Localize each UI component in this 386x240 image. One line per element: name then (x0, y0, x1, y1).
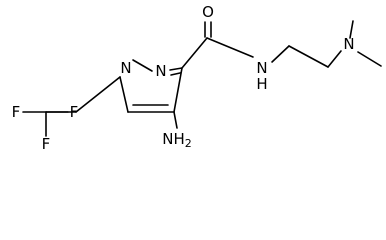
bond-n2-c3-double (170, 72, 181, 76)
bonds (22, 20, 382, 137)
bond-nh-ch2 (271, 45, 290, 63)
bond-cc-nh (206, 37, 254, 58)
bond-ch2-n (327, 50, 342, 68)
atom-f-bottom: F (42, 135, 51, 153)
atom-nh2-nh: NH (162, 130, 185, 148)
chemical-structure: N N O N H N NH2 F F F (12, 3, 382, 153)
atom-nh2-subscript: 2 (185, 137, 192, 150)
atom-n2: N (155, 62, 166, 80)
atom-n-dimethyl: N (343, 35, 354, 53)
atom-f-left: F (12, 103, 21, 121)
bond-c5-n1 (119, 76, 129, 113)
bond-c4-nh2 (173, 111, 178, 129)
bond-c3-cc (181, 37, 208, 69)
atom-f-right: F (70, 103, 79, 121)
bond-n-me-right (357, 51, 382, 67)
atom-nh2-amino: NH2 (162, 130, 192, 150)
atom-labels: N N O N H N NH2 F F F (12, 3, 355, 153)
bond-n2-c3 (169, 67, 183, 71)
atom-o: O (202, 3, 214, 21)
atom-n1: N (120, 59, 131, 77)
bond-n-me-up (349, 20, 354, 39)
atom-n-amide: N (256, 59, 267, 77)
bond-ch2-ch2 (288, 45, 329, 68)
bond-c3-c4 (173, 67, 183, 113)
bond-n1-n2 (132, 59, 153, 72)
atom-h-amide: H (256, 75, 267, 93)
bond-n1-ch2 (75, 76, 121, 113)
